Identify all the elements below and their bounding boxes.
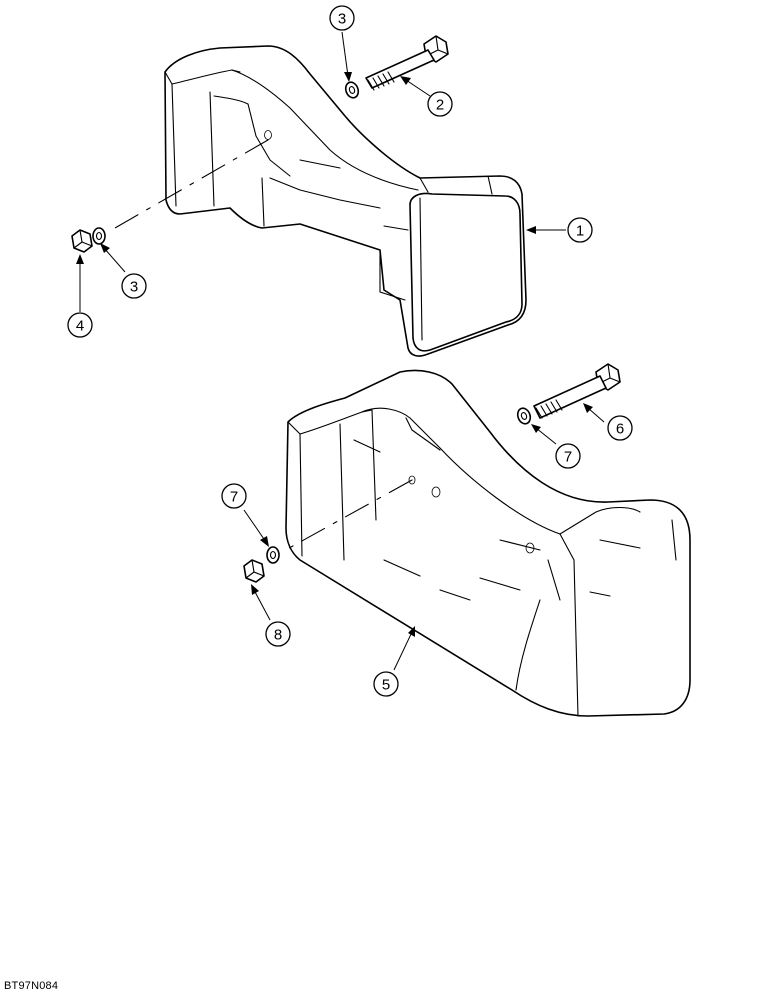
callout-2: 2 [427,91,453,117]
upper-nut-washer [71,227,106,253]
svg-text:4: 4 [76,318,84,335]
callout-6: 6 [607,415,633,441]
leader-lines [76,31,605,671]
callout-3-top: 3 [329,5,355,31]
lower-counterweight [285,369,691,717]
lower-nut-washer [243,546,280,583]
svg-text:5: 5 [382,677,390,694]
svg-text:2: 2 [436,97,444,114]
upper-bolt-assembly [344,35,449,99]
svg-text:7: 7 [230,489,238,506]
callout-8: 8 [265,621,291,647]
svg-text:3: 3 [338,11,346,28]
lower-bolt-assembly [516,363,621,425]
callout-7-left: 7 [221,483,247,509]
svg-text:8: 8 [274,627,282,644]
svg-text:3: 3 [130,279,138,296]
svg-text:6: 6 [616,421,624,438]
svg-text:1: 1 [576,223,584,240]
upper-counterweight [164,45,527,357]
callout-7-right: 7 [555,443,581,469]
callout-4: 4 [67,312,93,338]
callout-1: 1 [567,217,593,243]
callout-3-left: 3 [121,273,147,299]
figure-reference-code: BT97N084 [4,980,59,992]
callout-5: 5 [373,671,399,697]
lower-bolt-axis-line [281,479,413,553]
svg-text:7: 7 [564,449,572,466]
upper-bolt-axis-line [107,139,269,233]
